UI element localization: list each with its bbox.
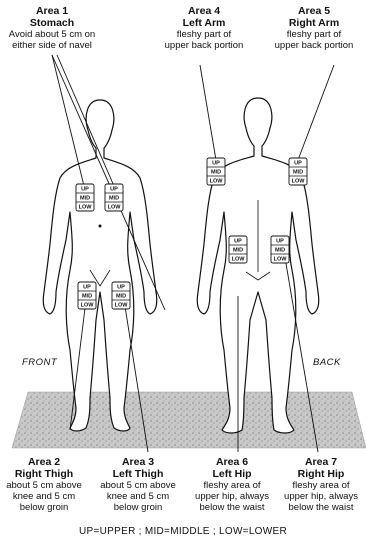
area-1-desc-1: Avoid about 5 cm on [4,29,100,40]
label-area-4: Area 4 Left Arm fleshy part of upper bac… [158,5,250,51]
site-box-left-hip: UP MID LOW [229,236,247,263]
site-label-up: UP [276,239,284,245]
site-label-low: LOW [232,257,246,263]
label-area-6: Area 6 Left Hip fleshy area of upper hip… [190,456,274,513]
site-box-left-arm: UP MID LOW [207,158,225,185]
area-4-title: Area 4 [158,5,250,17]
label-area-1: Area 1 Stomach Avoid about 5 cm on eithe… [4,5,100,51]
area-5-desc-2: upper back portion [266,40,362,51]
leader-area5 [298,65,334,160]
area-6-desc-1: fleshy area of [190,480,274,491]
site-box-left-thigh: UP MID LOW [112,282,130,309]
area-7-title: Area 7 [278,456,364,468]
site-box-right-thigh: UP MID LOW [78,282,96,309]
site-label-up: UP [234,239,242,245]
back-label: BACK [313,357,341,368]
area-4-name: Left Arm [158,17,250,29]
site-label-mid: MID [293,170,303,176]
area-1-title: Area 1 [4,5,100,17]
area-3-desc-2: knee and 5 cm [96,491,180,502]
back-figure [197,98,319,433]
area-7-desc-3: below the waist [278,502,364,513]
area-4-desc-1: fleshy part of [158,29,250,40]
leader-area4 [200,65,216,160]
area-3-title: Area 3 [96,456,180,468]
area-2-name: Right Thigh [2,468,86,480]
label-area-3: Area 3 Left Thigh about 5 cm above knee … [96,456,180,513]
site-label-up: UP [110,187,118,193]
site-label-low: LOW [108,205,122,211]
label-area-2: Area 2 Right Thigh about 5 cm above knee… [2,456,86,513]
area-4-desc-2: upper back portion [158,40,250,51]
site-label-up: UP [81,187,89,193]
site-label-low: LOW [210,179,224,185]
area-5-title: Area 5 [266,5,362,17]
leader-area1-a [52,55,84,186]
area-6-name: Left Hip [190,468,274,480]
area-1-desc-2: either side of navel [4,40,100,51]
area-2-desc-1: about 5 cm above [2,480,86,491]
area-3-desc-3: below groin [96,502,180,513]
site-box-stomach-right: UP MID LOW [76,184,94,211]
area-7-name: Right Hip [278,468,364,480]
site-label-up: UP [212,161,220,167]
area-3-name: Left Thigh [96,468,180,480]
area-1-name: Stomach [4,17,100,29]
area-3-desc-1: about 5 cm above [96,480,180,491]
site-label-mid: MID [80,196,90,202]
site-label-low: LOW [274,257,288,263]
area-2-desc-3: below groin [2,502,86,513]
site-box-right-arm: UP MID LOW [289,158,307,185]
site-label-up: UP [83,285,91,291]
site-label-up: UP [294,161,302,167]
site-label-low: LOW [115,303,129,309]
site-box-right-hip: UP MID LOW [271,236,289,263]
label-area-5: Area 5 Right Arm fleshy part of upper ba… [266,5,362,51]
site-label-mid: MID [109,196,119,202]
site-label-low: LOW [81,303,95,309]
site-label-low: LOW [79,205,93,211]
area-6-desc-2: upper hip, always [190,491,274,502]
area-7-desc-2: upper hip, always [278,491,364,502]
site-label-mid: MID [116,294,126,300]
area-7-desc-1: fleshy area of [278,480,364,491]
site-box-stomach-left: UP MID LOW [105,184,123,211]
site-label-mid: MID [211,170,221,176]
area-6-title: Area 6 [190,456,274,468]
site-label-mid: MID [275,248,285,254]
site-label-mid: MID [82,294,92,300]
area-2-desc-2: knee and 5 cm [2,491,86,502]
label-area-7: Area 7 Right Hip fleshy area of upper hi… [278,456,364,513]
site-label-up: UP [117,285,125,291]
site-label-mid: MID [233,248,243,254]
area-2-title: Area 2 [2,456,86,468]
area-6-desc-3: below the waist [190,502,274,513]
area-5-desc-1: fleshy part of [266,29,362,40]
area-5-name: Right Arm [266,17,362,29]
legend-abbreviations: UP=UPPER ; MID=MIDDLE ; LOW=LOWER [0,526,366,537]
front-figure [43,100,157,431]
site-label-low: LOW [292,179,306,185]
front-label: FRONT [22,357,57,368]
